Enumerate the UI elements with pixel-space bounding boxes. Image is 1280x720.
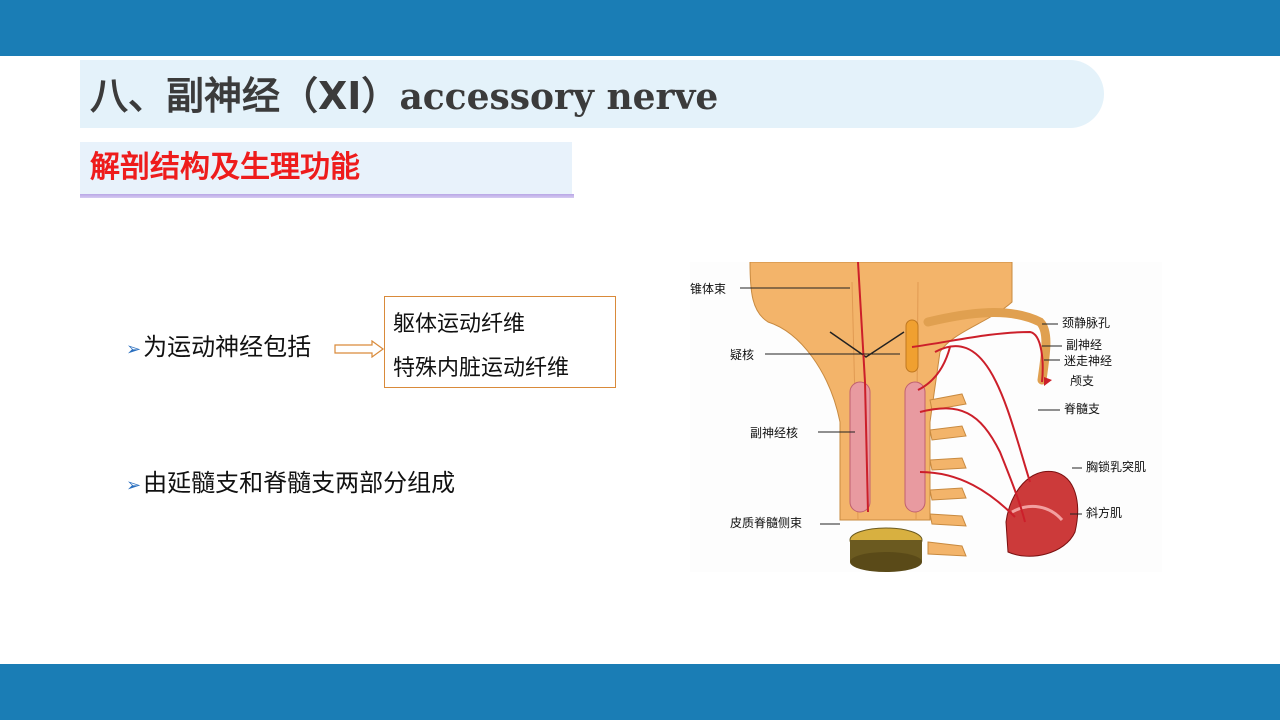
label-lateral-corticospinal-tract: 皮质脊髓侧束 bbox=[730, 516, 803, 530]
accessory-nerve-diagram: 锥体束 疑核 副神经核 皮质脊髓侧束 颈静脉孔 副神经 迷走神经 颅支 脊髓支 … bbox=[690, 261, 1162, 572]
bullet-item-motor: ➢为运动神经包括 bbox=[126, 330, 311, 364]
bullet-text: 由延髓支和脊髓支两部分组成 bbox=[143, 469, 456, 497]
section-subtitle: 解剖结构及生理功能 bbox=[90, 150, 360, 185]
anatomy-illustration bbox=[740, 261, 1082, 572]
title-chinese: 八、副神经（XI） bbox=[90, 74, 400, 118]
slide-title: 八、副神经（XI）accessory nerve bbox=[90, 70, 718, 122]
bullet-arrow-icon: ➢ bbox=[126, 475, 142, 496]
bullet-text: 为运动神经包括 bbox=[143, 333, 312, 361]
top-bar bbox=[0, 0, 1280, 56]
subtitle-band bbox=[80, 142, 572, 194]
bullet-arrow-icon: ➢ bbox=[126, 339, 142, 360]
label-jugular-foramen: 颈静脉孔 bbox=[1062, 316, 1111, 330]
fiber-types-box: 躯体运动纤维 特殊内脏运动纤维 bbox=[384, 296, 616, 388]
label-spinal-root: 脊髓支 bbox=[1064, 402, 1101, 416]
label-nucleus-ambiguus: 疑核 bbox=[730, 348, 755, 362]
fiber-item: 躯体运动纤维 bbox=[393, 312, 526, 337]
bullet-item-branches: ➢由延髓支和脊髓支两部分组成 bbox=[126, 466, 455, 500]
label-cranial-root: 颅支 bbox=[1070, 374, 1095, 388]
fiber-item: 特殊内脏运动纤维 bbox=[393, 356, 570, 381]
label-trapezius: 斜方肌 bbox=[1086, 506, 1123, 520]
title-band bbox=[80, 60, 1104, 128]
label-sternocleidomastoid: 胸锁乳突肌 bbox=[1086, 460, 1147, 474]
label-vagus-nerve: 迷走神经 bbox=[1064, 354, 1113, 368]
bottom-bar bbox=[0, 664, 1280, 720]
label-accessory-nucleus: 副神经核 bbox=[750, 426, 799, 440]
title-english: accessory nerve bbox=[399, 76, 719, 118]
subtitle-underline bbox=[80, 194, 574, 198]
hollow-arrow-icon bbox=[334, 340, 384, 358]
label-accessory-nerve: 副神经 bbox=[1066, 338, 1103, 352]
label-pyramidal-tract: 锥体束 bbox=[690, 282, 727, 296]
